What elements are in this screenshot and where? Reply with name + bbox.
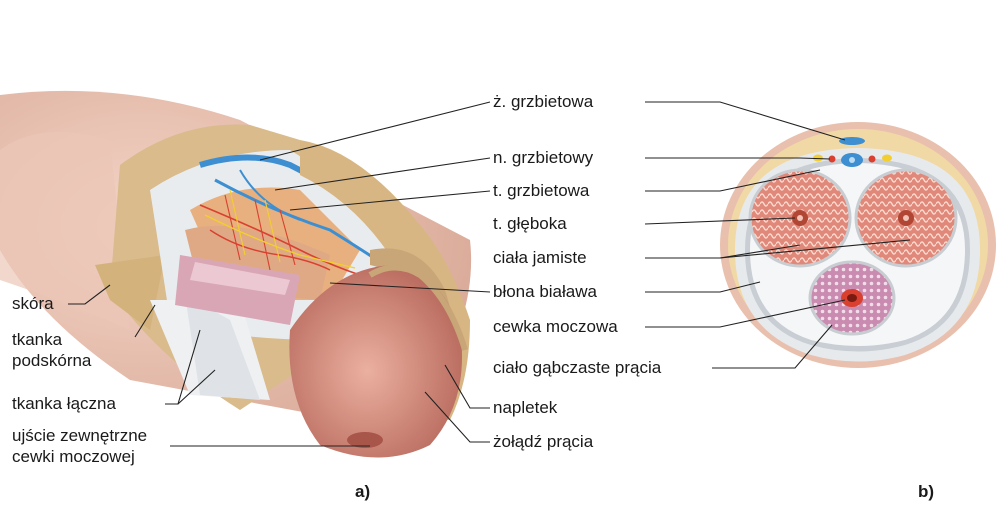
label-dorsal-artery: t. grzbietowa bbox=[493, 181, 590, 200]
label-urethra: cewka moczowa bbox=[493, 317, 618, 336]
label-deep-artery: t. głęboka bbox=[493, 214, 567, 233]
label-dorsal-nerve: n. grzbietowy bbox=[493, 148, 594, 167]
label-skin: skóra bbox=[12, 294, 54, 313]
label-urethral-opening-1: ujście zewnętrzne bbox=[12, 426, 148, 445]
label-corpora-cavernosa: ciała jamiste bbox=[493, 248, 587, 267]
label-urethral-opening-2: cewki moczowej bbox=[12, 447, 135, 466]
label-corpus-spongiosum: ciało gąbczaste prącia bbox=[493, 358, 662, 377]
label-glans: żołądź prącia bbox=[493, 432, 594, 451]
figure-b-letter: b) bbox=[918, 482, 935, 501]
leader-lines bbox=[68, 101, 911, 447]
label-dorsal-vein: ż. grzbietowa bbox=[493, 92, 594, 111]
label-subcutaneous-1: tkanka bbox=[12, 330, 63, 349]
penis-cross-section-illustration bbox=[720, 122, 996, 368]
label-connective-tissue: tkanka łączna bbox=[12, 394, 116, 413]
label-foreskin: napletek bbox=[493, 398, 558, 417]
figure-a-letter: a) bbox=[355, 482, 371, 501]
penis-cutaway-illustration bbox=[0, 90, 472, 458]
label-subcutaneous-2: podskórna bbox=[12, 351, 92, 370]
label-tunica-albuginea: błona biaława bbox=[493, 282, 597, 301]
